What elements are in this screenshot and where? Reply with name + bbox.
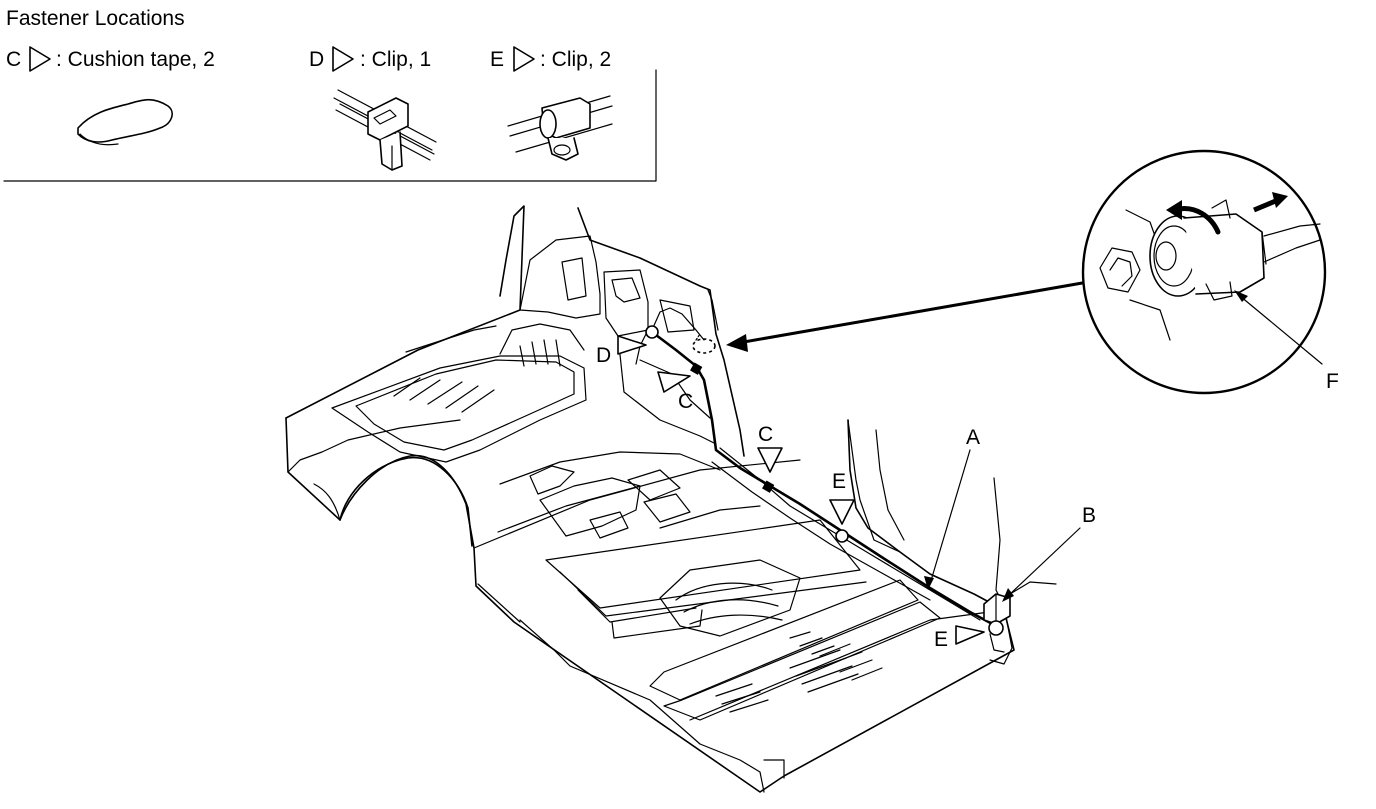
fastener-e2-triangle-icon (955, 625, 985, 645)
leader-a (924, 449, 971, 590)
callout-c1-label: C (678, 390, 693, 413)
legend-title: Fastener Locations (6, 7, 185, 30)
callout-b-label: B (1082, 504, 1096, 527)
legend-item-c-text: : Cushion tape, 2 (56, 48, 215, 71)
detail-arrow (726, 280, 1089, 352)
harness-a (635, 307, 998, 628)
legend-item-e-letter: E (490, 48, 504, 71)
fuel-unit-b (983, 593, 1011, 653)
legend-frame (3, 69, 657, 182)
legend-item-e-triangle-icon (513, 46, 535, 72)
fastener-c2-triangle-icon (757, 447, 783, 473)
fastener-legend: Fastener Locations C : Cushion tape, 2 D… (3, 7, 657, 182)
legend-item-c-triangle-icon (29, 46, 51, 72)
legend-item-d-letter: D (309, 48, 324, 71)
legend-item-c-letter: C (6, 48, 21, 71)
callout-c2-label: C (758, 423, 773, 446)
clip-e-icon (507, 95, 613, 161)
fastener-c1-triangle-icon (657, 371, 691, 393)
legend-item-e-text: : Clip, 2 (540, 48, 611, 71)
detail-view-f (1081, 149, 1327, 395)
callout-a-label: A (966, 426, 980, 449)
fastener-d-triangle-icon (617, 335, 647, 355)
callout-d-label: D (596, 344, 611, 367)
fastener-e2-marker (955, 625, 985, 645)
fastener-c1-marker (657, 362, 703, 393)
vehicle-floor-panel (285, 205, 1057, 793)
legend-item-d-triangle-icon (332, 46, 354, 72)
fastener-c2-marker (757, 447, 783, 493)
fastener-e1-marker (829, 499, 855, 543)
leader-b (1002, 527, 1081, 602)
fastener-d-marker (617, 325, 659, 355)
connector-position-marker (692, 333, 716, 354)
callout-e2-label: E (934, 628, 948, 651)
callout-e1-label: E (832, 470, 846, 493)
cushion-tape-icon (77, 98, 173, 146)
fastener-e1-triangle-icon (829, 499, 855, 525)
callout-f-label: F (1326, 370, 1339, 393)
legend-item-d-text: : Clip, 1 (360, 48, 431, 71)
clip-d-icon (333, 89, 437, 171)
